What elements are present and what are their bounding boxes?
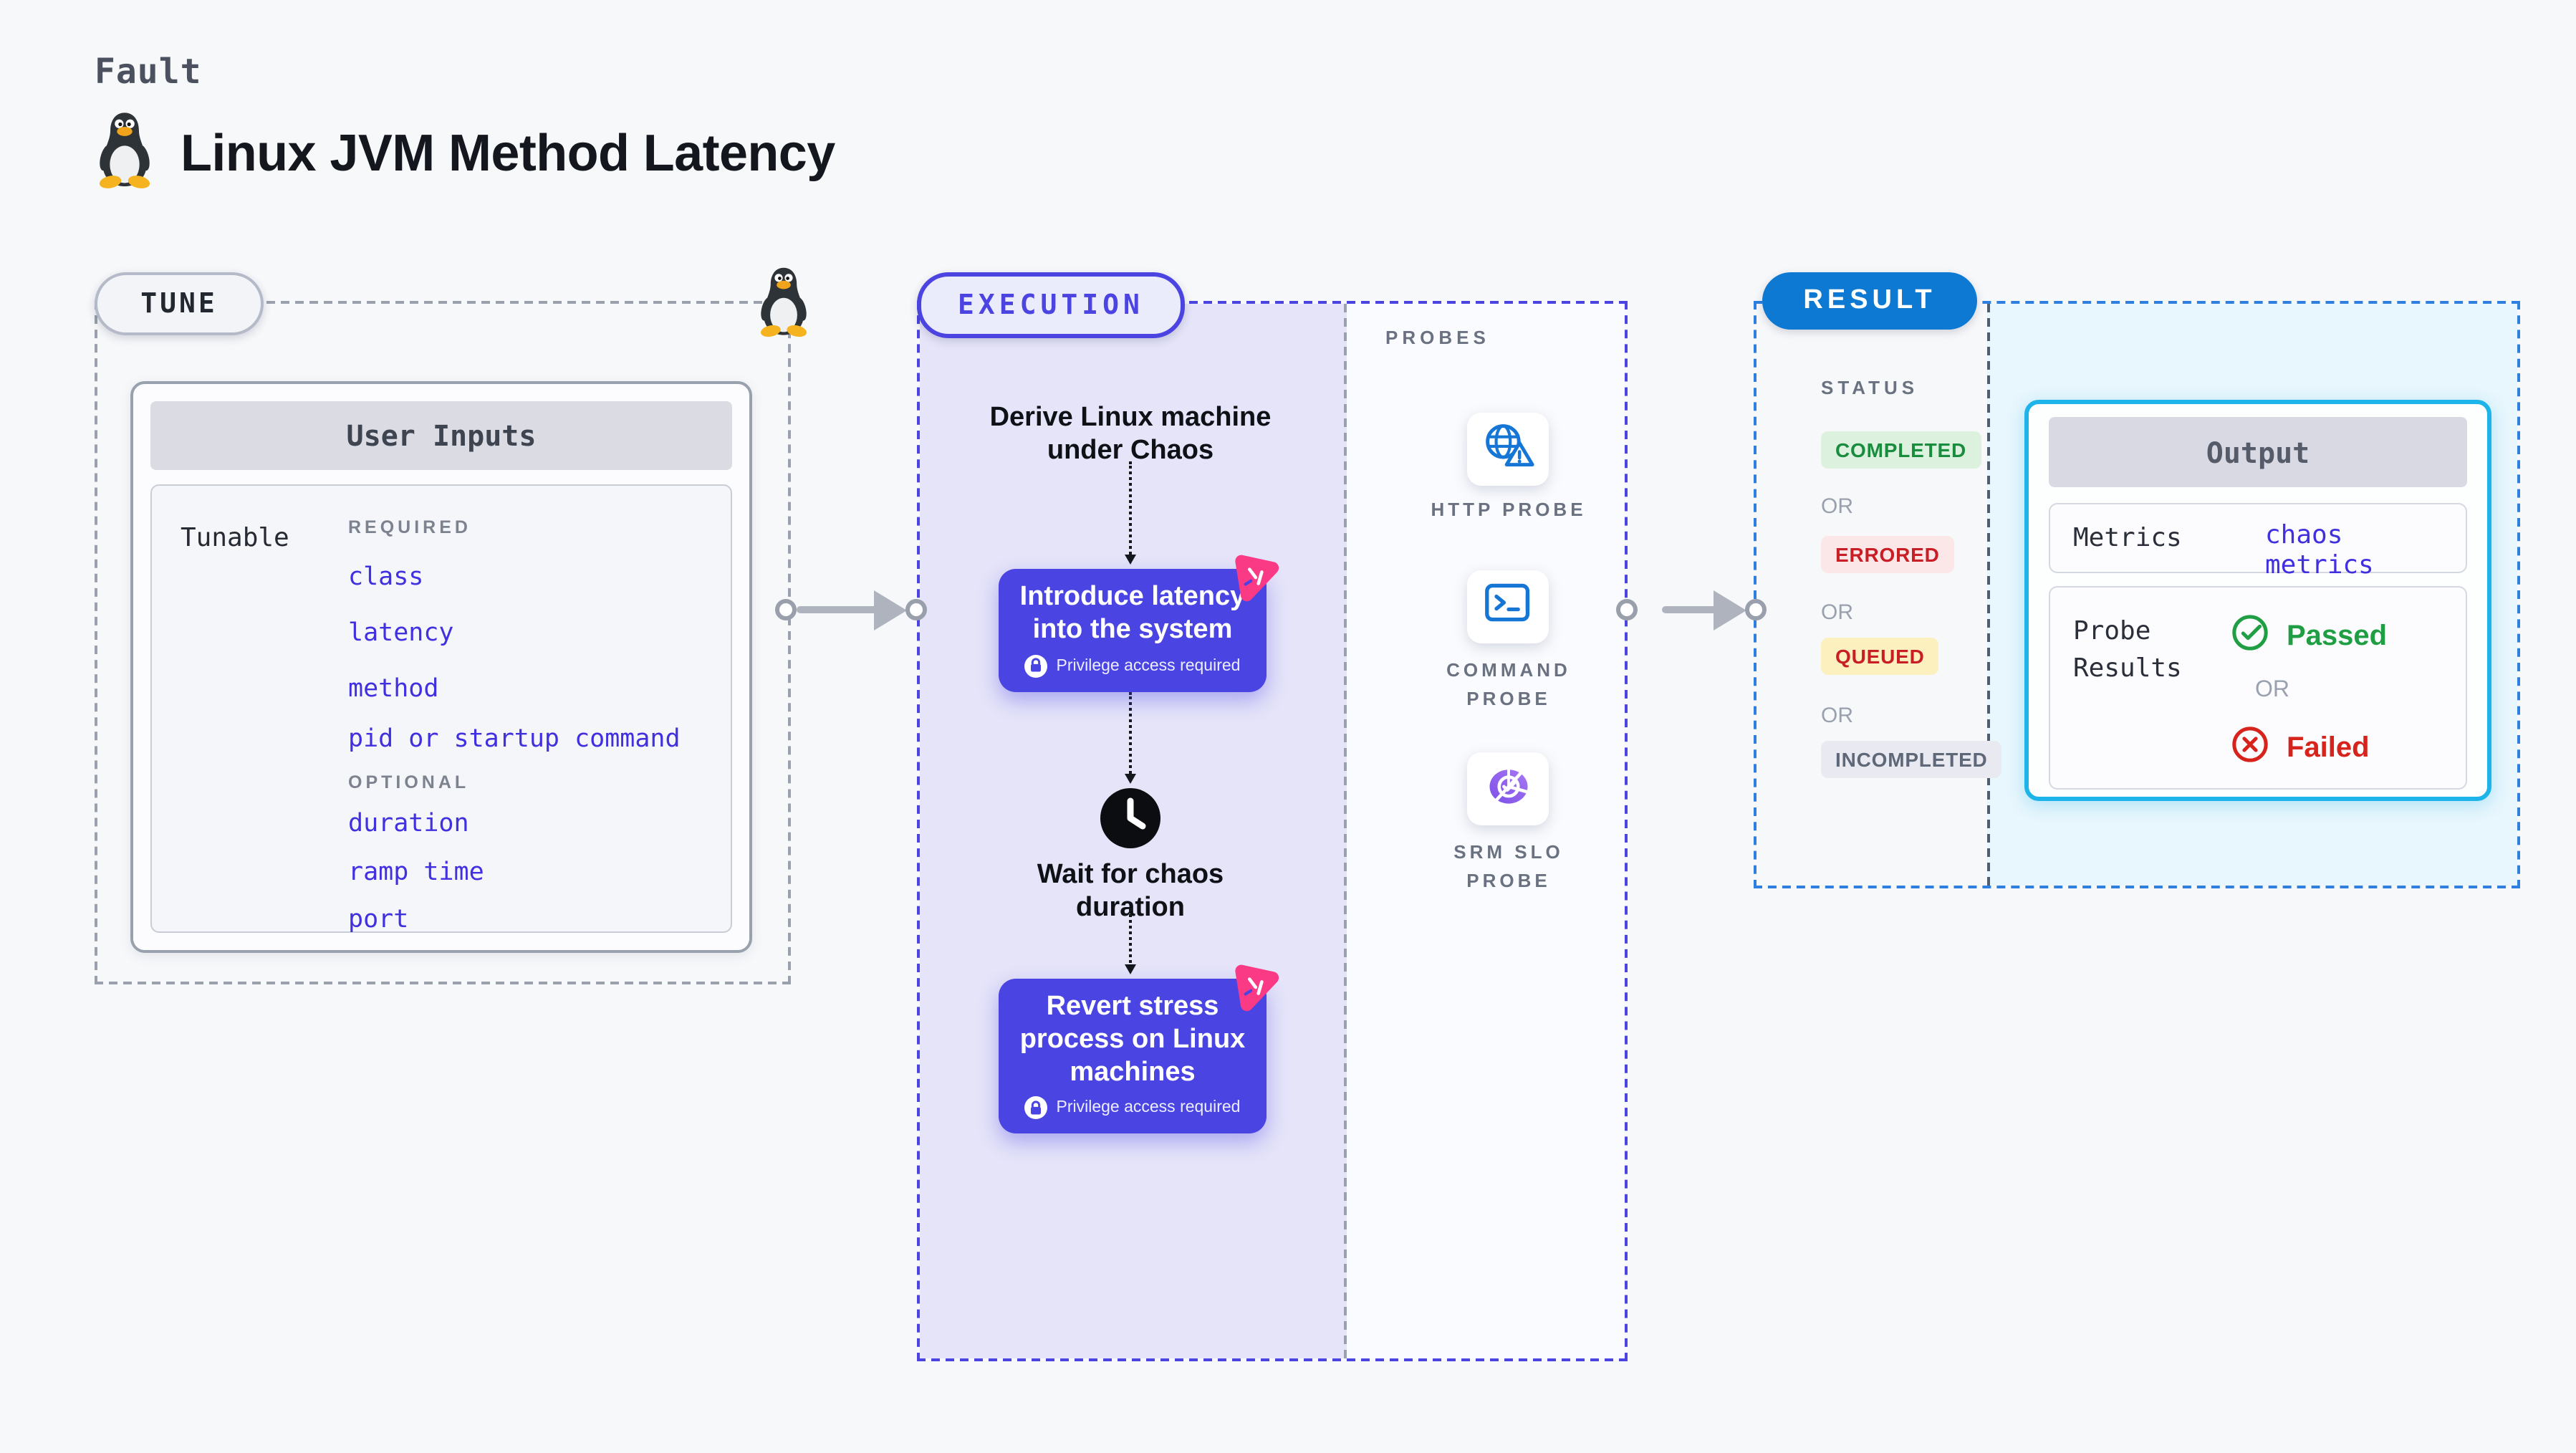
- or-label: OR: [1821, 494, 1853, 519]
- status-badge-errored: ERRORED: [1821, 536, 1954, 573]
- tunable-duration[interactable]: duration: [348, 810, 469, 838]
- fault-kicker: Fault: [95, 52, 202, 92]
- check-circle-icon: [2231, 613, 2269, 659]
- connector-node: [1616, 599, 1638, 620]
- metrics-label: Metrics: [2073, 523, 2182, 553]
- http-probe-card[interactable]: [1467, 413, 1549, 486]
- terminal-icon: [1481, 579, 1535, 635]
- privilege-note: Privilege access required: [1056, 657, 1241, 675]
- tux-penguin-icon: [92, 109, 158, 196]
- required-label: REQUIRED: [348, 517, 471, 537]
- tunable-ramp-time[interactable]: ramp time: [348, 858, 484, 887]
- metrics-row: Metrics chaos metrics: [2049, 503, 2467, 580]
- tunables-panel: Tunable REQUIRED class latency method pi…: [150, 484, 732, 934]
- http-probe-label: HTTP PROBE: [1431, 499, 1587, 520]
- command-probe-card[interactable]: [1467, 570, 1549, 643]
- user-inputs-card: User Inputs Tunable REQUIRED class laten…: [130, 381, 752, 953]
- introduce-latency-card[interactable]: Introduce latency into the system Privil…: [999, 569, 1267, 692]
- privilege-row: Privilege access required: [1010, 654, 1255, 678]
- status-label: STATUS: [1821, 377, 1919, 398]
- tunable-method[interactable]: method: [348, 675, 439, 704]
- connector-node: [1745, 599, 1767, 620]
- optional-label: OPTIONAL: [348, 772, 470, 792]
- connector-node: [775, 599, 797, 620]
- tux-penguin-small-icon: [754, 264, 814, 345]
- command-probe-label: COMMAND PROBE: [1446, 659, 1571, 710]
- metrics-value[interactable]: chaos metrics: [2265, 520, 2374, 580]
- flow-arrow-down: [1125, 461, 1136, 565]
- title-row: Linux JVM Method Latency: [92, 109, 835, 196]
- flow-arrow-down: [1125, 908, 1136, 974]
- globe-alert-icon: [1479, 420, 1537, 479]
- chaos-spark-icon: [1226, 550, 1281, 605]
- derive-machine-step: Derive Linux machine under Chaos: [989, 403, 1272, 466]
- srm-slo-probe-label: SRM SLO PROBE: [1453, 841, 1564, 892]
- passed-row: Passed: [2231, 613, 2387, 659]
- probes-label: PROBES: [1385, 327, 1490, 348]
- slo-donut-icon: [1481, 759, 1535, 818]
- chaos-spark-icon: [1226, 960, 1281, 1015]
- clock-icon: [1099, 787, 1162, 850]
- page-title: Linux JVM Method Latency: [181, 123, 835, 181]
- tunable-latency[interactable]: latency: [348, 619, 454, 648]
- tunable-row-label: Tunable: [181, 523, 289, 553]
- status-badge-queued: QUEUED: [1821, 638, 1939, 675]
- tune-to-execution-arrow: [797, 606, 880, 613]
- tune-to-execution-arrowhead: [874, 590, 907, 630]
- connector-node: [905, 599, 927, 620]
- srm-slo-probe-card[interactable]: [1467, 752, 1549, 825]
- revert-stress-card[interactable]: Revert stress process on Linux machines …: [999, 979, 1267, 1134]
- tunable-class[interactable]: class: [348, 563, 424, 592]
- probe-results-row: Probe Results Passed OR F: [2049, 586, 2467, 790]
- revert-stress-title: Revert stress process on Linux machines: [1019, 992, 1246, 1088]
- flow-arrow-down: [1125, 692, 1136, 784]
- tunable-pid-or-startup-command[interactable]: pid or startup command: [348, 725, 681, 754]
- tune-pill: TUNE: [95, 272, 264, 335]
- status-badge-incompleted: INCOMPLETED: [1821, 741, 2002, 778]
- result-pill: RESULT: [1762, 272, 1977, 330]
- introduce-latency-title: Introduce latency into the system: [1019, 582, 1246, 645]
- execution-pill: EXECUTION: [917, 272, 1185, 338]
- or-label: OR: [1821, 704, 1853, 728]
- execution-to-result-arrow: [1662, 606, 1719, 613]
- failed-row: Failed: [2231, 725, 2370, 771]
- x-circle-icon: [2231, 725, 2269, 771]
- execution-to-result-arrowhead: [1714, 590, 1746, 630]
- failed-label: Failed: [2287, 732, 2370, 763]
- tune-section-box: [95, 301, 791, 984]
- status-badge-completed: COMPLETED: [1821, 431, 1981, 469]
- lock-icon: [1024, 1096, 1048, 1120]
- privilege-note: Privilege access required: [1056, 1099, 1241, 1117]
- lock-icon: [1024, 654, 1048, 678]
- passed-label: Passed: [2287, 620, 2388, 651]
- or-label: OR: [1821, 600, 1853, 625]
- tunable-port[interactable]: port: [348, 906, 409, 934]
- or-label: OR: [2255, 678, 2289, 702]
- probe-results-label: Probe Results: [2073, 616, 2182, 684]
- user-inputs-title: User Inputs: [150, 401, 732, 470]
- output-card: Output Metrics chaos metrics Probe Resul…: [2024, 400, 2491, 801]
- output-title: Output: [2049, 417, 2467, 487]
- privilege-row: Privilege access required: [1010, 1096, 1255, 1120]
